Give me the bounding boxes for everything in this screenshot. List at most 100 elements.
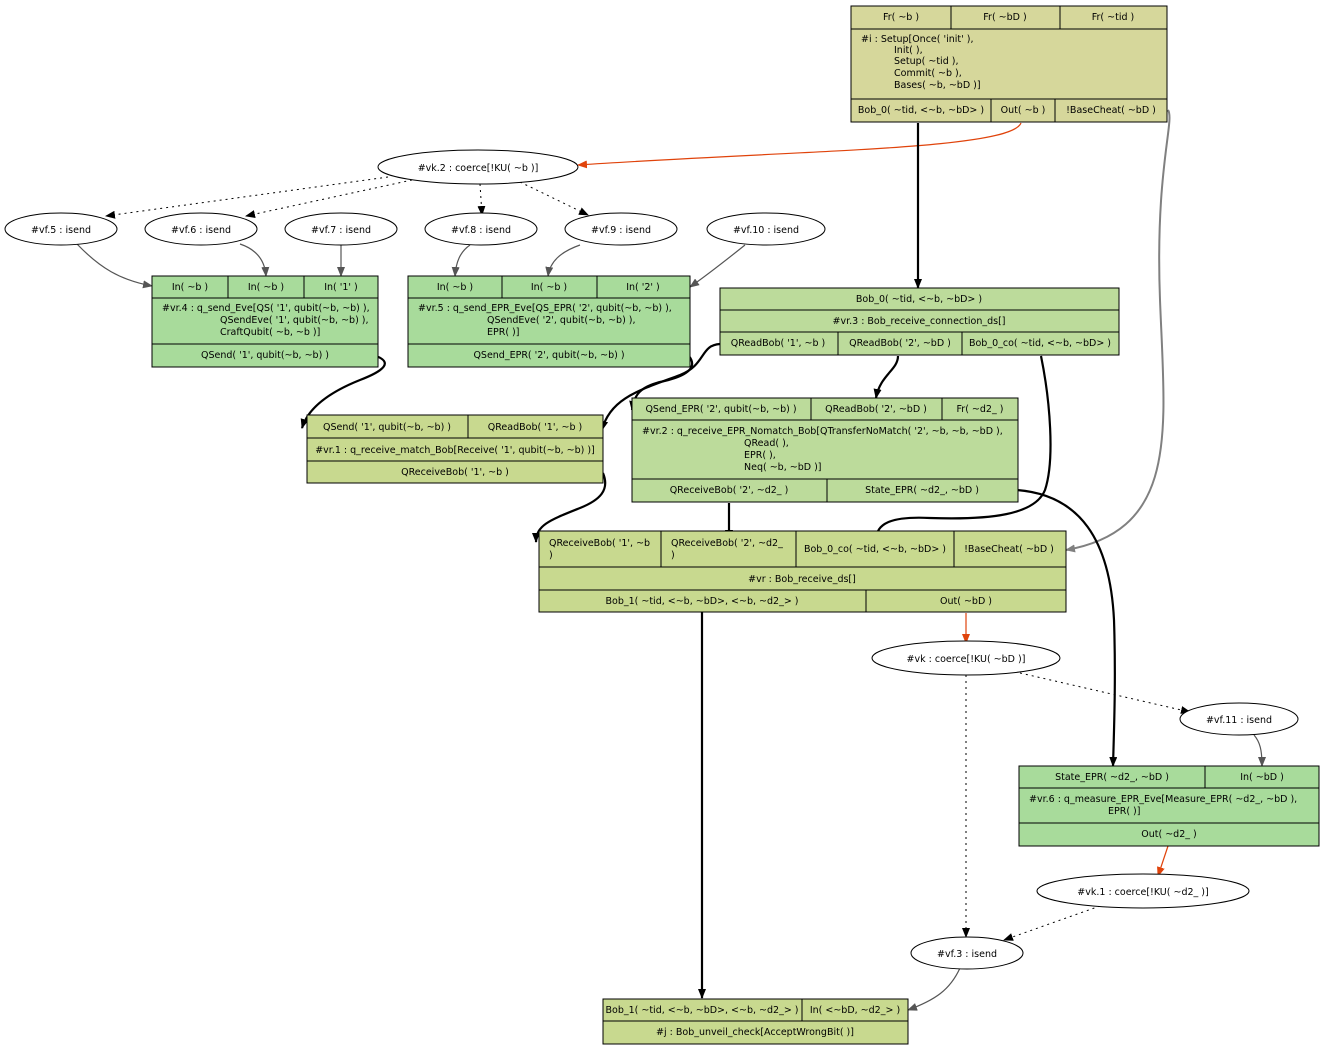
premise: QSend_EPR( '2', qubit(~b, ~b) ) bbox=[645, 404, 796, 415]
rule-node-vr2[interactable]: QSend_EPR( '2', qubit(~b, ~b) ) QReadBob… bbox=[631, 397, 1019, 503]
ellipse-node-vf5[interactable]: #vf.5 : isend bbox=[4, 212, 118, 246]
edge-vf6-to-vr4 bbox=[239, 243, 270, 277]
rule-text: EPR( )] bbox=[487, 327, 519, 338]
ellipse-node-vf11[interactable]: #vf.11 : isend bbox=[1179, 702, 1299, 736]
ellipse-node-vf10[interactable]: #vf.10 : isend bbox=[706, 212, 826, 246]
premise: Fr( ~d2_ ) bbox=[957, 404, 1004, 415]
rule-text: QSendEve( '2', qubit(~b, ~b) ), bbox=[487, 315, 636, 326]
ellipse-node-vf8[interactable]: #vf.8 : isend bbox=[424, 212, 538, 246]
edge-vk-to-vf11 bbox=[1019, 672, 1191, 714]
rule-node-vr[interactable]: QReceiveBob( '1', ~b ) QReceiveBob( '2',… bbox=[538, 530, 1067, 613]
conclusion: QReceiveBob( '2', ~d2_ ) bbox=[670, 485, 789, 496]
premise: QReadBob( '2', ~bD ) bbox=[825, 404, 927, 415]
rule-node-vr1[interactable]: QSend( '1', qubit(~b, ~b) ) QReadBob( '1… bbox=[306, 414, 604, 484]
ellipse-node-vk2[interactable]: #vk.2 : coerce[!KU( ~b )] bbox=[377, 149, 579, 185]
conclusion: Out( ~bD ) bbox=[940, 596, 992, 607]
rule-node-vr4[interactable]: In( ~b ) In( ~b ) In( '1' ) #vr.4 : q_se… bbox=[151, 275, 379, 368]
ellipse-node-vf7[interactable]: #vf.7 : isend bbox=[284, 212, 398, 246]
ellipse-node-vk[interactable]: #vk : coerce[!KU( ~bD )] bbox=[871, 640, 1061, 676]
edge-qreadbob2-to-vr2 bbox=[873, 355, 900, 399]
conclusion: Bob_1( ~tid, <~b, ~bD>, <~b, ~d2_> ) bbox=[605, 596, 798, 607]
edge-vf5-to-vr4 bbox=[76, 243, 153, 289]
conclusion: QReadBob( '2', ~bD ) bbox=[849, 338, 951, 349]
rule-text: QSendEve( '1', qubit(~b, ~b) ), bbox=[220, 315, 369, 326]
node-label: #vf.3 : isend bbox=[937, 949, 997, 960]
edge-out-b-to-vk2 bbox=[577, 122, 1022, 169]
premise: In( ~b ) bbox=[437, 282, 473, 293]
premise: In( <~bD, ~d2_> ) bbox=[810, 1005, 900, 1016]
rule-text: EPR( ), bbox=[744, 450, 776, 461]
premise: In( ~b ) bbox=[248, 282, 284, 293]
premise: QReceiveBob( '2', ~d2_ bbox=[671, 538, 783, 549]
edge-vf9-to-vr5 bbox=[545, 244, 581, 277]
conclusion: Out( ~b ) bbox=[1001, 105, 1046, 116]
conclusion: Bob_0( ~tid, <~b, ~bD> ) bbox=[858, 105, 984, 116]
rule-text: #i : Setup[Once( 'init' ), bbox=[861, 34, 973, 45]
edge-qsend-to-vr1 bbox=[300, 354, 386, 429]
conclusion: QReceiveBob( '1', ~b ) bbox=[401, 467, 509, 478]
edge-basecheat-to-vr bbox=[1065, 109, 1171, 553]
edge-vf8-to-vr5 bbox=[451, 244, 471, 277]
rule-node-setup[interactable]: Fr( ~b ) Fr( ~bD ) Fr( ~tid ) #i : Setup… bbox=[850, 5, 1168, 123]
rule-text: #vr.5 : q_send_EPR_Eve[QS_EPR( '2', qubi… bbox=[418, 303, 672, 314]
premise: ) bbox=[671, 550, 675, 561]
premise: !BaseCheat( ~bD ) bbox=[964, 544, 1054, 555]
edge-outd2-to-vk1 bbox=[1157, 845, 1169, 877]
rule-text: Init( ), bbox=[894, 45, 923, 56]
rule-text: EPR( )] bbox=[1108, 806, 1140, 817]
node-label: #vf.10 : isend bbox=[733, 225, 799, 236]
conclusion: Bob_0_co( ~tid, <~b, ~bD> ) bbox=[969, 338, 1111, 349]
rule-text: #vr.4 : q_send_Eve[QS( '1', qubit(~b, ~b… bbox=[162, 303, 370, 314]
node-label: #vf.7 : isend bbox=[311, 225, 371, 236]
rule-text: #vr.3 : Bob_receive_connection_ds[] bbox=[833, 316, 1006, 327]
rule-text: #j : Bob_unveil_check[AcceptWrongBit( )] bbox=[656, 1027, 854, 1038]
rule-text: #vr.1 : q_receive_match_Bob[Receive( '1'… bbox=[315, 445, 595, 456]
rule-text: CraftQubit( ~b, ~b )] bbox=[220, 327, 320, 338]
node-label: #vk : coerce[!KU( ~bD )] bbox=[907, 654, 1026, 665]
ellipse-node-vf6[interactable]: #vf.6 : isend bbox=[144, 212, 258, 246]
ellipse-node-vf9[interactable]: #vf.9 : isend bbox=[564, 212, 678, 246]
premise: In( ~bD ) bbox=[1240, 772, 1284, 783]
rule-node-vr3[interactable]: Bob_0( ~tid, <~b, ~bD> ) #vr.3 : Bob_rec… bbox=[719, 287, 1120, 356]
rule-text: Bases( ~b, ~bD )] bbox=[894, 80, 981, 91]
premise: In( ~b ) bbox=[172, 282, 208, 293]
edge-vk2-to-vf9 bbox=[519, 181, 589, 216]
rule-node-vr6[interactable]: State_EPR( ~d2_, ~bD ) In( ~bD ) #vr.6 :… bbox=[1018, 765, 1320, 847]
edge-vk1-to-vf3 bbox=[1003, 905, 1101, 941]
rule-text: #vr : Bob_receive_ds[] bbox=[748, 574, 856, 585]
edge-vk2-to-vf6 bbox=[245, 179, 413, 219]
node-label: #vf.9 : isend bbox=[591, 225, 651, 236]
edge-bob0co-to-vr bbox=[872, 355, 1052, 541]
edge-vf10-to-vr5 bbox=[689, 244, 746, 288]
conclusion: State_EPR( ~d2_, ~bD ) bbox=[865, 485, 979, 496]
premise: Bob_0( ~tid, <~b, ~bD> ) bbox=[856, 294, 982, 305]
rule-text: Neq( ~b, ~bD )] bbox=[744, 462, 821, 473]
rule-node-vr5[interactable]: In( ~b ) In( ~b ) In( '2' ) #vr.5 : q_se… bbox=[407, 275, 691, 368]
conclusion: QSend( '1', qubit(~b, ~b) ) bbox=[201, 350, 329, 361]
rule-text: #vr.6 : q_measure_EPR_Eve[Measure_EPR( ~… bbox=[1029, 794, 1297, 805]
conclusion: Out( ~d2_ ) bbox=[1141, 829, 1196, 840]
conclusion: !BaseCheat( ~bD ) bbox=[1066, 105, 1156, 116]
premise: Fr( ~b ) bbox=[883, 12, 919, 23]
premise: QReadBob( '1', ~b ) bbox=[488, 422, 582, 433]
premise: ) bbox=[549, 550, 553, 561]
rule-node-j[interactable]: Bob_1( ~tid, <~b, ~bD>, <~b, ~d2_> ) In(… bbox=[602, 998, 909, 1045]
premise: Bob_1( ~tid, <~b, ~bD>, <~b, ~d2_> ) bbox=[605, 1005, 798, 1016]
rule-text: #vr.2 : q_receive_EPR_Nomatch_Bob[QTrans… bbox=[642, 426, 1003, 437]
ellipse-node-vf3[interactable]: #vf.3 : isend bbox=[910, 936, 1024, 970]
edge-qreceivebob1-to-vr bbox=[532, 472, 607, 543]
edge-vk2-to-vf8 bbox=[477, 183, 486, 216]
premise: Fr( ~bD ) bbox=[983, 12, 1026, 23]
premise: State_EPR( ~d2_, ~bD ) bbox=[1055, 772, 1169, 783]
ellipse-node-vk1[interactable]: #vk.1 : coerce[!KU( ~d2_ )] bbox=[1036, 873, 1250, 909]
rule-text: QRead( ), bbox=[744, 438, 789, 449]
edge-vf3-to-j bbox=[907, 967, 961, 1011]
premise: Bob_0_co( ~tid, <~b, ~bD> ) bbox=[804, 544, 946, 555]
node-label: #vf.11 : isend bbox=[1206, 715, 1272, 726]
conclusion: QSend_EPR( '2', qubit(~b, ~b) ) bbox=[473, 350, 624, 361]
edge-vf11-to-vr6 bbox=[1253, 734, 1266, 767]
rule-text: Setup( ~tid ), bbox=[894, 56, 958, 67]
node-label: #vf.8 : isend bbox=[451, 225, 511, 236]
premise: QReceiveBob( '1', ~b bbox=[549, 538, 650, 549]
